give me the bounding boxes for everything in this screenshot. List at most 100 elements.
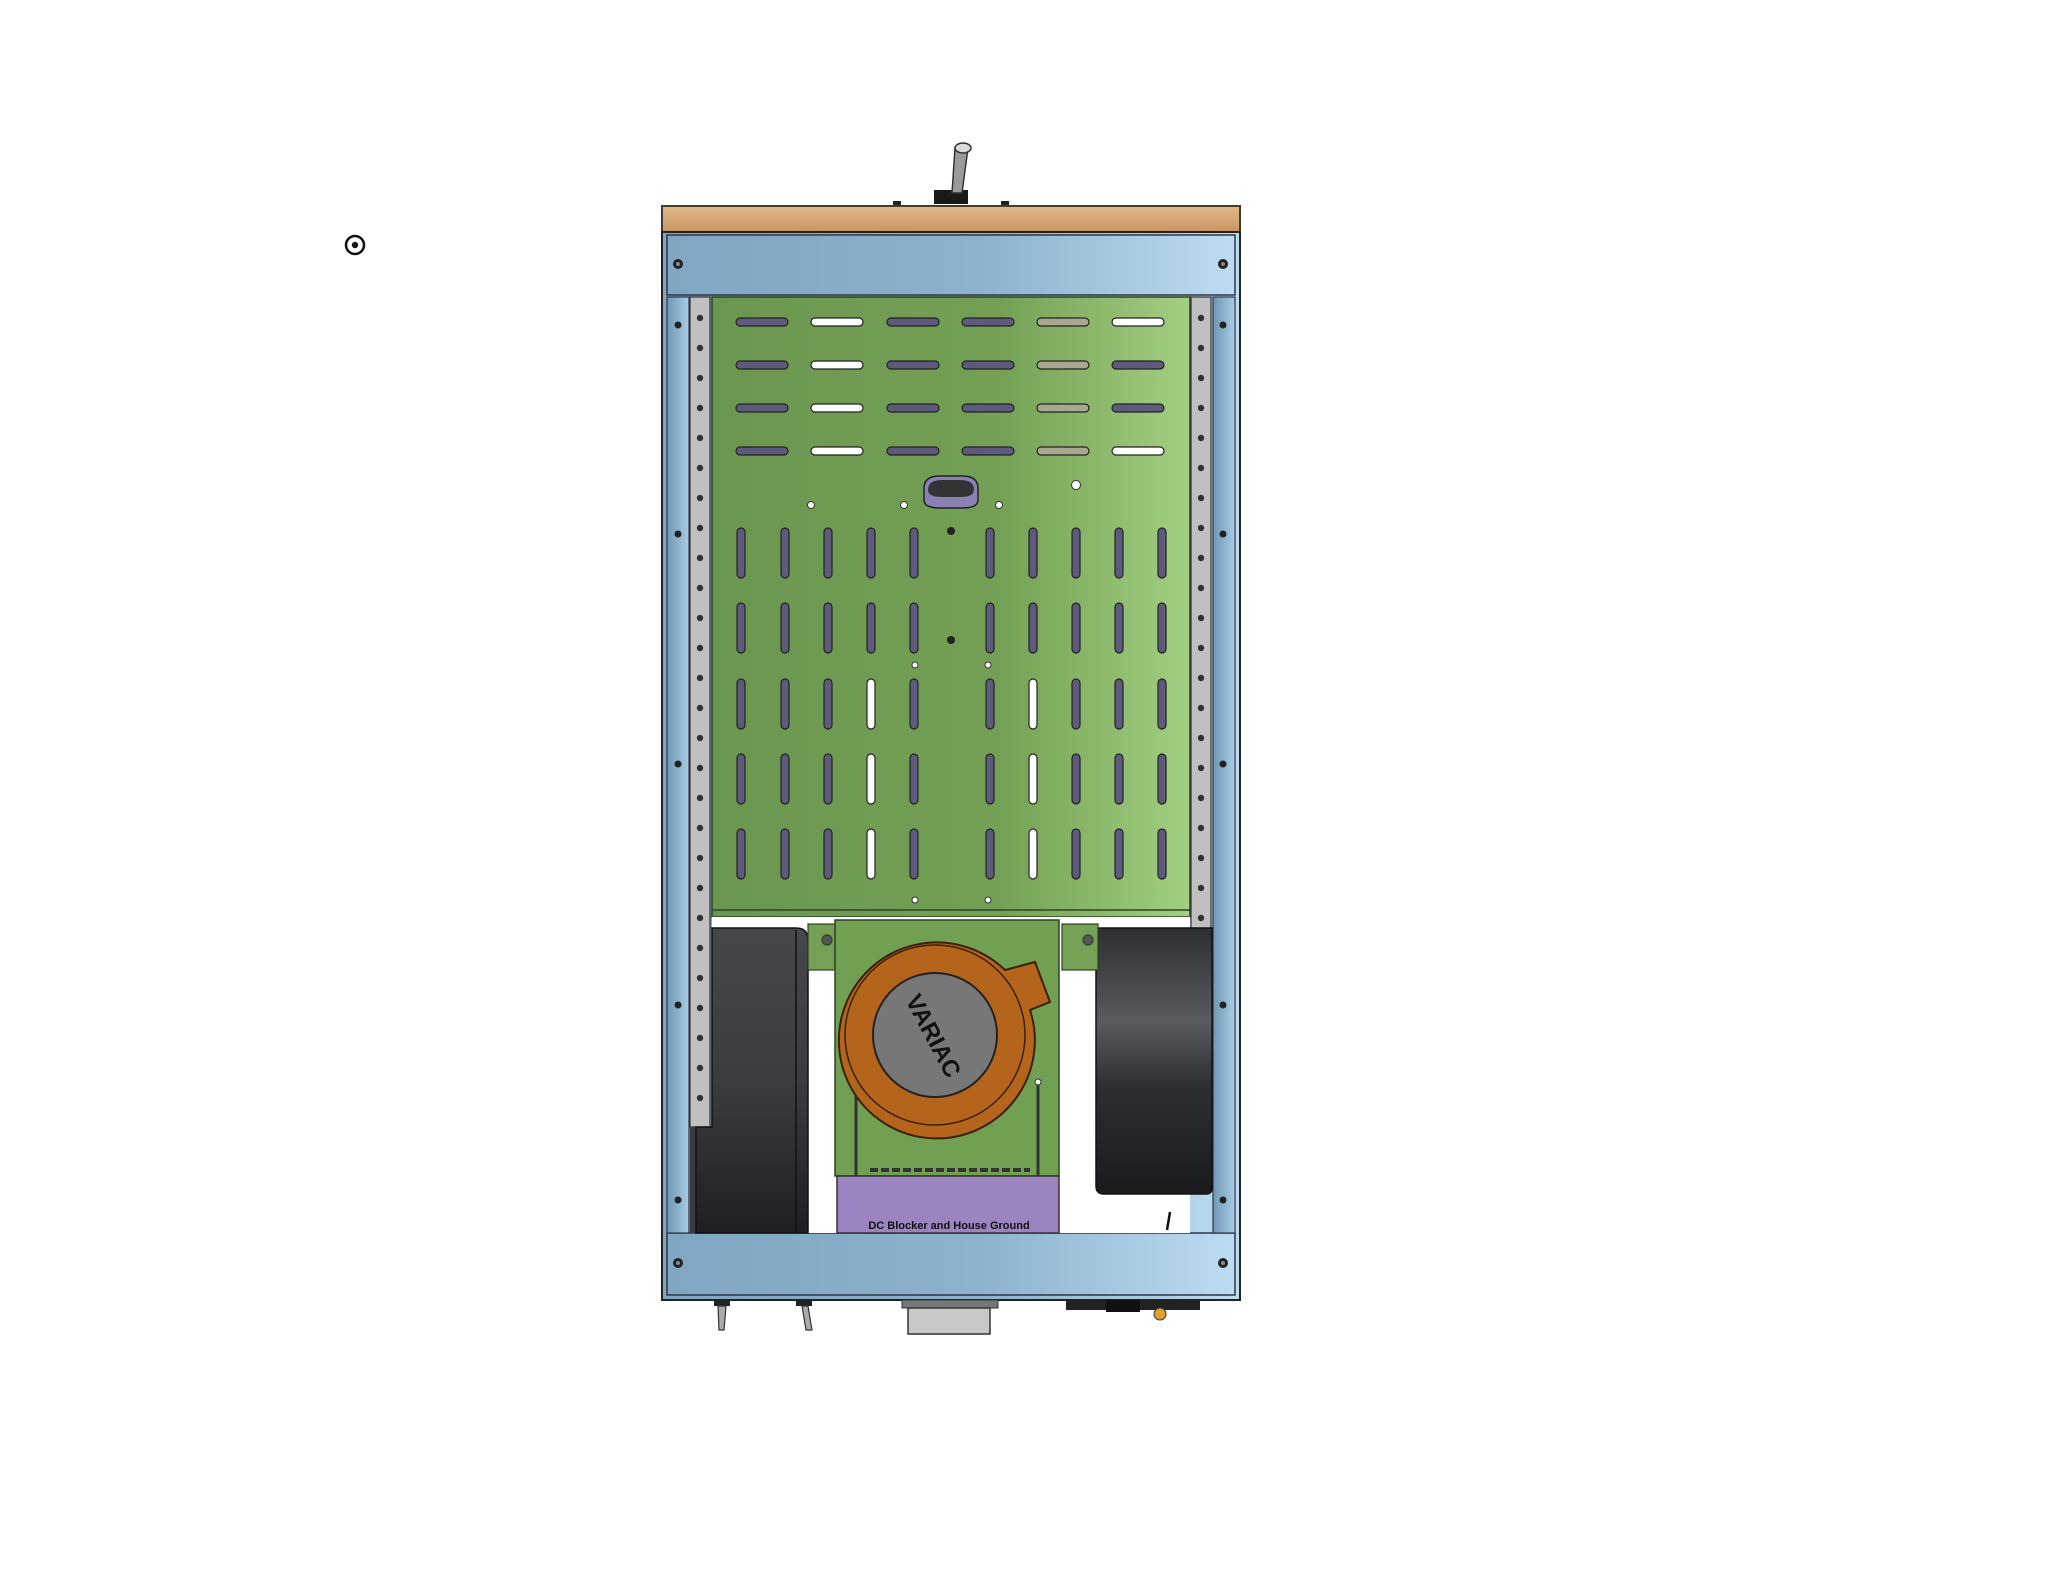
vertical-vent-slots [736,527,1167,880]
rail-hole [1197,734,1205,742]
vent-slot [1111,446,1165,456]
rail-hole [1197,554,1205,562]
vent-slot [1071,678,1081,730]
rail-hole [696,1034,704,1042]
rail-hole [696,704,704,712]
rail-hole [696,524,704,532]
rail-hole [696,464,704,472]
bottom-toggle-left [714,1300,730,1331]
vent-slot [1111,403,1165,413]
rail-hole [696,674,704,682]
rail-hole [1197,464,1205,472]
vent-slot [961,446,1015,456]
rail-hole [1197,314,1205,322]
vent-slot [810,446,864,456]
rail-hole [696,554,704,562]
vent-slot [866,527,876,579]
left-transformer [690,927,809,1234]
rail-hole [1197,764,1205,772]
vent-slot [780,602,790,654]
bottom-toggle-right [796,1300,813,1331]
mounting-plate [711,296,1191,918]
rail-hole [1197,704,1205,712]
vent-slot [1036,403,1090,413]
vent-slot [1028,828,1038,880]
rail-hole [1197,404,1205,412]
rail-hole [1197,914,1205,922]
vent-slot [823,602,833,654]
cable-grommet [923,475,979,509]
vent-slot [1114,527,1124,579]
vent-slot [735,446,789,456]
vent-slot [1036,446,1090,456]
vent-slot [823,828,833,880]
rail-hole [696,434,704,442]
vent-slot [810,317,864,327]
rail-hole [696,404,704,412]
vent-slot [736,527,746,579]
dc-blocker-label: DC Blocker and House Ground [868,1220,1029,1232]
vent-slot [810,403,864,413]
vent-slot [780,527,790,579]
rail-hole [696,344,704,352]
right-transformer [1095,927,1213,1195]
vent-slot [823,678,833,730]
rail-hole [696,1064,704,1072]
vent-slot [866,678,876,730]
vent-slot [886,360,940,370]
vent-slot [866,828,876,880]
vent-slot [1071,602,1081,654]
rail-hole [696,794,704,802]
vent-slot [886,446,940,456]
variac: VARIAC [837,941,1052,1140]
rail-hole [1197,674,1205,682]
rail-hole [696,314,704,322]
frame-screws [673,259,1228,1268]
vent-slot [1111,317,1165,327]
vent-slot [780,678,790,730]
vent-slot [735,403,789,413]
vent-slot [961,403,1015,413]
rail-hole [1197,584,1205,592]
horizontal-vent-slots [735,317,1165,456]
vent-slot [735,360,789,370]
vent-slot [1157,828,1167,880]
rail-hole [696,854,704,862]
vent-slot [985,527,995,579]
bottom-power-inlet [901,1299,999,1335]
rail-hole [696,644,704,652]
vent-slot [1114,753,1124,805]
vent-slot [909,753,919,805]
vent-slot [780,828,790,880]
rail-hole [696,1094,704,1102]
plate-holes [807,480,1081,904]
vent-slot [985,828,995,880]
vent-slot [961,317,1015,327]
rail-hole [696,374,704,382]
vent-slot [886,317,940,327]
inner-rail-left [689,296,711,1128]
vent-slot [735,317,789,327]
vent-slot [1157,678,1167,730]
vent-slot [1071,828,1081,880]
vent-slot [780,753,790,805]
rail-hole [1197,434,1205,442]
vent-slot [1157,602,1167,654]
top-toggle-switch [893,142,1009,205]
vent-slot [1028,602,1038,654]
vent-slot [866,602,876,654]
vent-slot [909,527,919,579]
vent-slot [1036,360,1090,370]
bottom-fuse-holder [1066,1300,1200,1321]
rail-hole [1197,854,1205,862]
rail-hole [696,944,704,952]
vent-slot [823,527,833,579]
vent-slot [985,678,995,730]
rail-hole [696,494,704,502]
origin-target-icon[interactable] [344,234,366,256]
vent-slot [1036,317,1090,327]
rail-hole [1197,794,1205,802]
rail-hole [696,824,704,832]
rail-hole [696,914,704,922]
